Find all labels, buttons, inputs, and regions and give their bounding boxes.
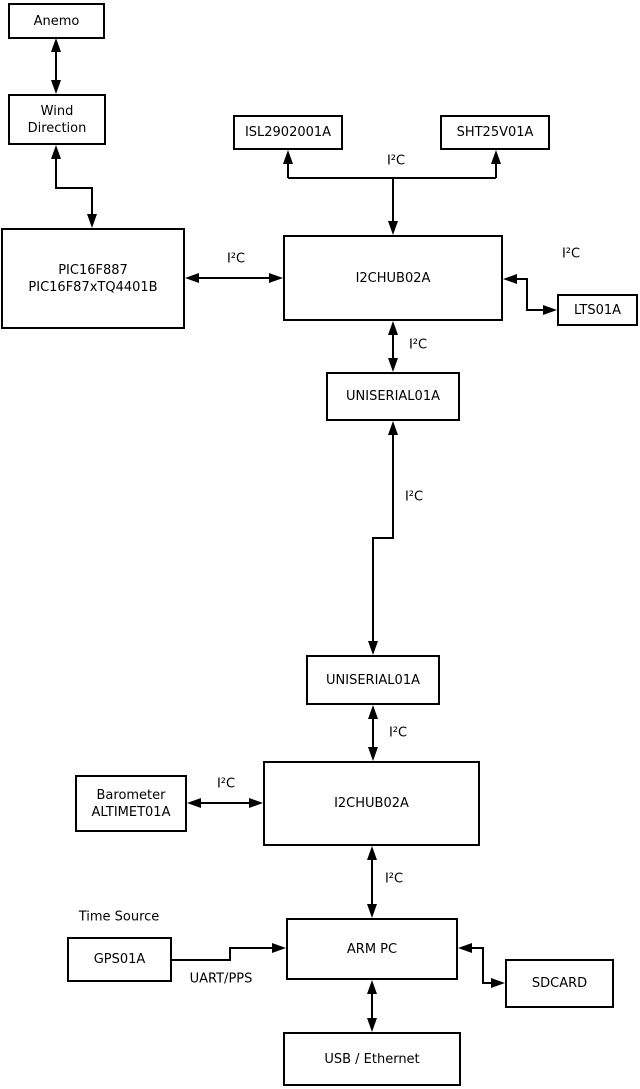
node-label: Barometer (96, 787, 166, 803)
node-uniserial01a-2: UNISERIAL01A (306, 655, 440, 705)
edge-label-i2c-sensor-bus: I²C (386, 153, 406, 169)
wire (55, 157, 93, 216)
node-label: PIC16F87xTQ4401B (28, 279, 158, 295)
arrowhead-up-icon (51, 145, 61, 159)
node-sdcard: SDCARD (505, 959, 614, 1008)
connector-gps-armpc (172, 943, 286, 961)
arrowhead-down-icon (388, 221, 398, 235)
node-barometer-altimet01a: Barometer ALTIMET01A (75, 775, 187, 832)
edge-label-i2c-pic-hub1: I²C (226, 251, 246, 267)
edge-label-i2c-hub1-uniserial1: I²C (408, 337, 428, 353)
arrowhead-down-icon (368, 641, 378, 655)
connector-armpc-sdcard (458, 943, 505, 988)
edge-label-uart-pps: UART/PPS (189, 971, 253, 987)
arrowhead-left-icon (187, 798, 201, 808)
arrowhead-up-icon (491, 150, 501, 164)
node-label: USB / Ethernet (324, 1051, 420, 1067)
node-sht25v01a: SHT25V01A (440, 115, 550, 150)
node-lts01a: LTS01A (557, 294, 638, 326)
arrowhead-up-icon (388, 421, 398, 435)
node-label: Anemo (33, 13, 80, 29)
connector-sensor-bus-tee (283, 150, 501, 235)
arrowhead-up-icon (283, 150, 293, 164)
connector-uniserial2-hub2 (368, 705, 378, 761)
arrowhead-up-icon (51, 38, 61, 52)
node-i2chub02a-1: I2CHUB02A (283, 235, 503, 321)
node-label: Direction (27, 120, 87, 136)
node-arm-pc: ARM PC (286, 918, 458, 980)
arrowhead-down-icon (367, 904, 377, 918)
node-label: GPS01A (93, 952, 146, 967)
node-label: UNISERIAL01A (346, 389, 440, 404)
arrowhead-left-icon (458, 943, 472, 953)
node-label: ARM PC (346, 941, 398, 957)
wire (470, 947, 491, 984)
edge-label-i2c-hub1-lts: I²C (561, 246, 581, 262)
node-label: I2CHUB02A (355, 270, 431, 286)
arrowhead-down-icon (87, 214, 97, 228)
node-label: UNISERIAL01A (326, 672, 420, 688)
connector-hub1-uniserial1 (388, 321, 398, 372)
wire (172, 947, 272, 961)
arrowhead-left-icon (185, 273, 199, 283)
arrowhead-right-icon (269, 273, 283, 283)
node-label: I2CHUB02A (334, 796, 409, 811)
node-label: ISL2902001A (244, 125, 332, 140)
arrowhead-up-icon (388, 321, 398, 335)
node-label: LTS01A (573, 302, 622, 318)
arrowhead-right-icon (272, 943, 286, 953)
arrowhead-down-icon (368, 747, 378, 761)
arrowhead-left-icon (503, 274, 517, 284)
node-label: ALTIMET01A (91, 804, 171, 820)
node-label: SHT25V01A (456, 125, 534, 140)
node-isl2902001a: ISL2902001A (233, 115, 343, 150)
node-label: SDCARD (531, 976, 588, 991)
node-wind-direction: Wind Direction (8, 94, 106, 145)
connector-wind-pic (51, 145, 97, 228)
connector-barometer-hub2 (187, 798, 263, 808)
connector-uniserial1-uniserial2 (368, 421, 398, 655)
edge-label-i2c-uniserial2-hub2: I²C (388, 725, 408, 741)
node-uniserial01a-1: UNISERIAL01A (326, 372, 460, 421)
connector-hub1-lts (503, 274, 557, 315)
arrowhead-up-icon (367, 980, 377, 994)
node-i2chub02a-2: I2CHUB02A (263, 761, 480, 846)
connector-pic-hub1 (185, 273, 283, 283)
wire (515, 278, 545, 311)
arrowhead-down-icon (51, 80, 61, 94)
wire (372, 433, 394, 643)
node-gps01a: GPS01A (67, 937, 172, 982)
arrowhead-up-icon (367, 846, 377, 860)
connector-armpc-usb (367, 980, 377, 1032)
arrowhead-down-icon (388, 358, 398, 372)
node-pic16f887: PIC16F887 PIC16F87xTQ4401B (1, 228, 185, 329)
edge-label-i2c-barometer-hub2: I²C (216, 776, 236, 792)
arrowhead-down-icon (367, 1018, 377, 1032)
node-anemo: Anemo (8, 3, 105, 39)
node-label: PIC16F887 (58, 262, 128, 278)
node-label: Wind (40, 103, 74, 119)
edge-label-time-source: Time Source (78, 909, 160, 925)
edge-label-i2c-hub2-armpc: I²C (384, 871, 404, 887)
edge-label-i2c-uniserial-link: I²C (404, 489, 424, 505)
arrowhead-right-icon (543, 305, 557, 315)
node-usb-ethernet: USB / Ethernet (283, 1032, 461, 1086)
arrowhead-right-icon (491, 978, 505, 988)
connector-hub2-armpc (367, 846, 377, 918)
arrowhead-up-icon (368, 705, 378, 719)
arrowhead-right-icon (249, 798, 263, 808)
connector-anemo-wind (51, 38, 61, 94)
